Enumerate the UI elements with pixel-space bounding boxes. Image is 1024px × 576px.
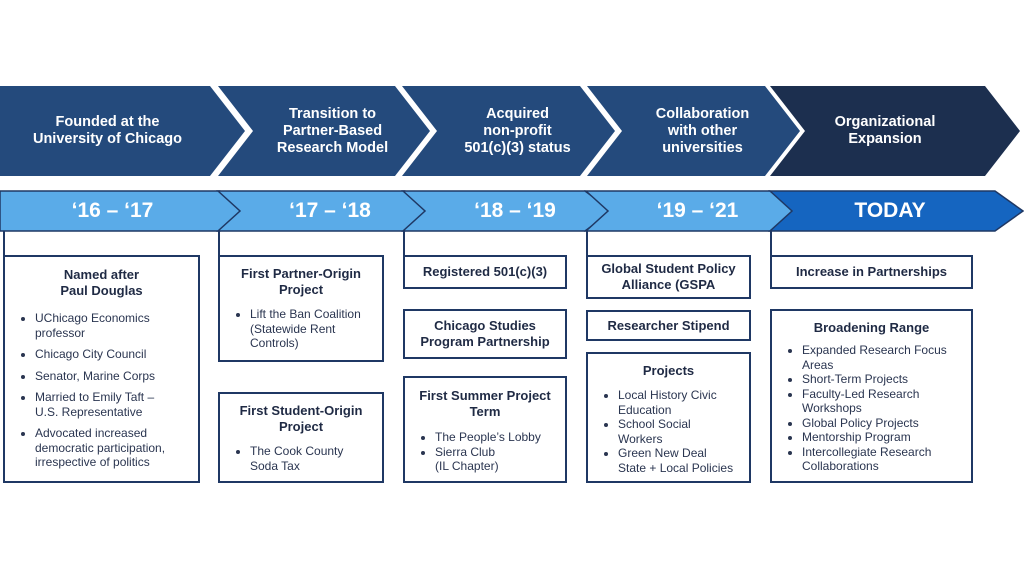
list-item: Chicago City Council bbox=[35, 347, 198, 362]
box-title: Chicago Studies Program Partnership bbox=[420, 318, 550, 349]
projects-box: Projects Local History Civic Education S… bbox=[586, 352, 751, 483]
bullet-list: The Cook County Soda Tax bbox=[220, 444, 382, 473]
list-item: Local History Civic Education bbox=[618, 388, 749, 417]
list-item: Green New Deal State + Local Policies bbox=[618, 446, 749, 475]
phase-label-3: Acquired non-profit 501(c)(3) status bbox=[464, 105, 571, 156]
box-title: First Summer Project Term bbox=[419, 388, 551, 419]
list-item: Advocated increased democratic participa… bbox=[35, 426, 198, 470]
connector-line-4 bbox=[586, 231, 588, 255]
list-item: The People’s Lobby bbox=[435, 430, 565, 445]
year-label-4: ‘19 – ‘21 bbox=[656, 199, 739, 222]
phase-chevron-1 bbox=[0, 86, 245, 176]
connector-line-1 bbox=[3, 231, 5, 255]
list-item: Sierra Club (IL Chapter) bbox=[435, 445, 565, 474]
list-item: Senator, Marine Corps bbox=[35, 369, 198, 384]
summer-term-box: First Summer Project Term The People’s L… bbox=[403, 376, 567, 483]
year-chevron-5 bbox=[768, 190, 1024, 232]
phase-label-5: Organizational Expansion bbox=[834, 114, 936, 147]
year-label-2: ‘17 – ‘18 bbox=[289, 199, 371, 222]
stipend-box: Researcher Stipend bbox=[586, 310, 751, 341]
connector-line-2 bbox=[218, 231, 220, 255]
box-title: Named after Paul Douglas bbox=[60, 267, 143, 298]
box-title: Broadening Range bbox=[813, 320, 930, 335]
list-item: Married to Emily Taft – U.S. Representat… bbox=[35, 390, 198, 419]
list-item: The Cook County Soda Tax bbox=[250, 444, 382, 473]
list-item: Short-Term Projects bbox=[802, 372, 971, 387]
box-title: Registered 501(c)(3) bbox=[422, 264, 548, 279]
list-item: Expanded Research Focus Areas bbox=[802, 343, 971, 372]
list-item: Global Policy Projects bbox=[802, 416, 971, 431]
bullet-list: UChicago Economics professor Chicago Cit… bbox=[5, 311, 198, 470]
phase-chevron-3 bbox=[402, 86, 615, 176]
list-item: School Social Workers bbox=[618, 417, 749, 446]
student-origin-box: First Student-Origin Project The Cook Co… bbox=[218, 392, 384, 483]
box-title: First Student-Origin Project bbox=[239, 403, 363, 434]
bullet-list: The People’s Lobby Sierra Club (IL Chapt… bbox=[405, 430, 565, 474]
list-item: Faculty-Led Research Workshops bbox=[802, 387, 971, 416]
douglas-box: Named after Paul Douglas UChicago Econom… bbox=[3, 255, 200, 483]
phase-label-1: Founded at the University of Chicago bbox=[32, 114, 183, 147]
year-label-3: ‘18 – ‘19 bbox=[474, 199, 556, 222]
connector-line-5 bbox=[770, 231, 772, 255]
phase-chevron-4 bbox=[587, 86, 800, 176]
list-item: UChicago Economics professor bbox=[35, 311, 198, 340]
chicago-studies-box: Chicago Studies Program Partnership bbox=[403, 309, 567, 359]
phase-chevron-2 bbox=[218, 86, 430, 176]
list-item: Lift the Ban Coalition (Statewide Rent C… bbox=[250, 307, 382, 351]
year-label-5: TODAY bbox=[854, 199, 926, 222]
connector-line-3 bbox=[403, 231, 405, 255]
phase-label-2: Transition to Partner-Based Research Mod… bbox=[276, 105, 389, 156]
list-item: Mentorship Program bbox=[802, 430, 971, 445]
phase-label-4: Collaboration with other universities bbox=[655, 105, 750, 156]
broadening-box: Broadening Range Expanded Research Focus… bbox=[770, 309, 973, 483]
registered-box: Registered 501(c)(3) bbox=[403, 255, 567, 289]
phase-chevron-5 bbox=[770, 86, 1020, 176]
box-title: Projects bbox=[642, 363, 695, 378]
year-label-1: ‘16 – ‘17 bbox=[71, 199, 154, 222]
box-title: Researcher Stipend bbox=[607, 317, 730, 333]
gspa-box: Global Student Policy Alliance (GSPA bbox=[586, 255, 751, 299]
box-title: First Partner-Origin Project bbox=[241, 266, 361, 297]
bullet-list: Expanded Research Focus Areas Short-Term… bbox=[772, 343, 971, 474]
box-title: Global Student Policy Alliance (GSPA bbox=[601, 261, 736, 292]
list-item: Intercollegiate Research Collaborations bbox=[802, 445, 971, 474]
partner-origin-box: First Partner-Origin Project Lift the Ba… bbox=[218, 255, 384, 362]
partnerships-box: Increase in Partnerships bbox=[770, 255, 973, 289]
box-title: Increase in Partnerships bbox=[795, 264, 947, 279]
bullet-list: Local History Civic Education School Soc… bbox=[588, 388, 749, 475]
bullet-list: Lift the Ban Coalition (Statewide Rent C… bbox=[220, 307, 382, 351]
